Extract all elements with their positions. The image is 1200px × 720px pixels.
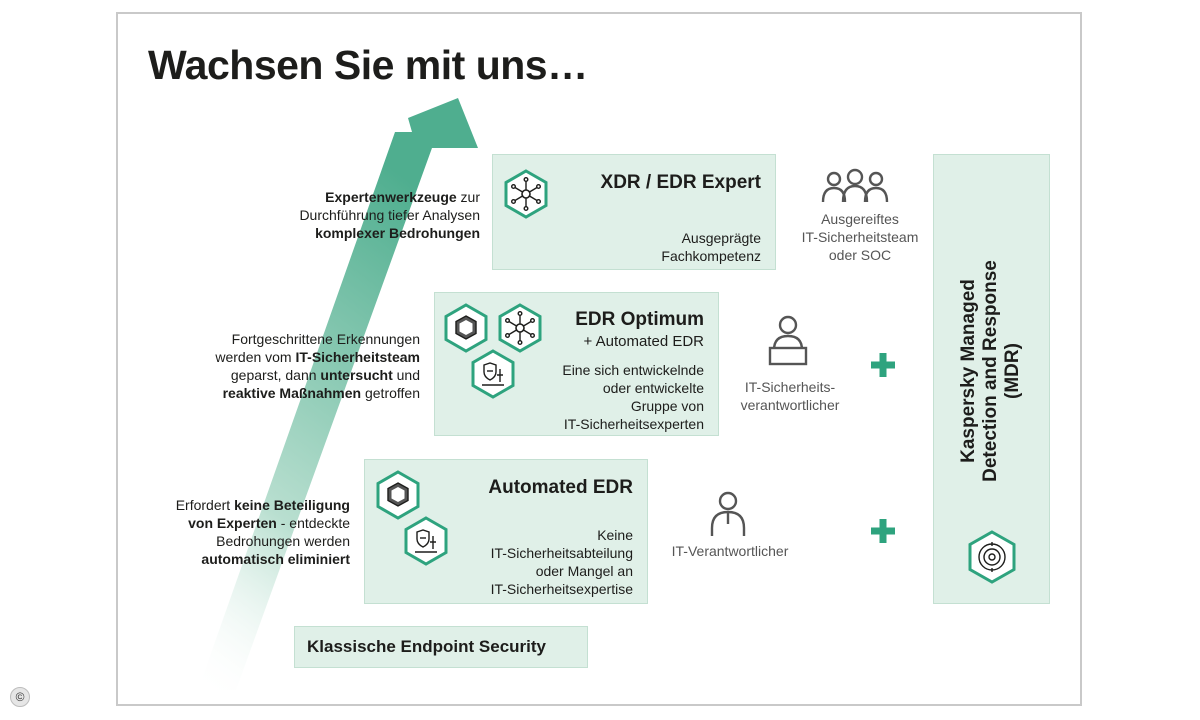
- mdr-column: [933, 154, 1050, 604]
- desc-text: zur: [456, 189, 480, 205]
- tier-xdr-edr-expert: XDR / EDR Expert Ausgeprägte Fachkompete…: [492, 154, 776, 270]
- desc-line: Keine: [597, 527, 633, 543]
- description-automated: Erfordert keine Beteiligung von Experten…: [118, 496, 350, 568]
- tier-edr-optimum: EDR Optimum + Automated EDR Eine sich en…: [434, 292, 719, 436]
- desc-line: IT-Sicherheitsexperten: [563, 416, 704, 432]
- desc-line: oder entwickelte: [602, 380, 704, 396]
- description-expert: Expertenwerkzeuge zur Durchführung tiefe…: [230, 188, 480, 242]
- shield-response-icon: [404, 516, 448, 566]
- desc-text: - entdeckte: [276, 515, 350, 531]
- tier-title: Automated EDR: [488, 477, 633, 498]
- mdr-line: Detection and Response: [980, 260, 1001, 482]
- desc-text: Erfordert: [175, 497, 235, 513]
- desc-line: oder Mangel an: [535, 563, 633, 579]
- plus-icon: [871, 353, 895, 377]
- shield-response-icon: [471, 349, 515, 399]
- desc-text: automatisch eliminiert: [201, 551, 350, 567]
- copyright-badge: ©: [10, 687, 30, 707]
- desc-text: Durchführung tiefer Analysen: [299, 207, 480, 223]
- network-hub-icon: [504, 169, 548, 219]
- desc-text: geparst, dann: [230, 367, 321, 383]
- role-line: oder SOC: [828, 247, 892, 263]
- tier-description: Ausgeprägte Fachkompetenz: [561, 229, 761, 265]
- desc-text: keine Beteiligung: [234, 497, 350, 513]
- desc-line: IT-Sicherheitsabteilung: [490, 545, 633, 561]
- tier-description: Keine IT-Sicherheitsabteilung oder Mange…: [433, 526, 633, 598]
- desc-text: von Experten: [188, 515, 277, 531]
- tier-automated-edr: Automated EDR Keine IT-Sicherheitsabteil…: [364, 459, 648, 604]
- desc-line: IT-Sicherheitsexpertise: [490, 581, 633, 597]
- description-optimum: Fortgeschrittene Erkennungen werden vom …: [150, 330, 420, 402]
- role-line: IT-Sicherheitsteam: [801, 229, 919, 245]
- desc-line: Ausgeprägte: [681, 230, 761, 246]
- desc-text: getroffen: [361, 385, 420, 401]
- desc-text: Expertenwerkzeuge: [325, 189, 457, 205]
- team-icon: [821, 168, 889, 203]
- role-security-team: Ausgereiftes IT-Sicherheitsteam oder SOC: [790, 210, 930, 264]
- base-title: Klassische Endpoint Security: [307, 637, 547, 656]
- mdr-target-icon: [968, 530, 1016, 584]
- role-it-manager: IT-Verantwortlicher: [650, 542, 810, 560]
- endpoint-cube-icon: [376, 470, 420, 520]
- role-line: verantwortlicher: [740, 397, 840, 413]
- mdr-line: Kaspersky Managed: [958, 279, 979, 463]
- role-line: Ausgereiftes: [821, 211, 899, 227]
- desc-line: Fachkompetenz: [661, 248, 761, 264]
- tier-description: Eine sich entwickelnde oder entwickelte …: [514, 361, 704, 433]
- tier-title: XDR / EDR Expert: [600, 172, 761, 193]
- tier-subtitle: + Automated EDR: [583, 333, 704, 350]
- desc-line: Gruppe von: [630, 398, 704, 414]
- desc-text: werden vom: [215, 349, 296, 365]
- network-hub-icon: [498, 303, 542, 353]
- base-classic-endpoint-security: Klassische Endpoint Security: [294, 626, 588, 668]
- desc-text: Bedrohungen werden: [216, 533, 350, 549]
- role-security-officer: IT-Sicherheits- verantwortlicher: [715, 378, 865, 414]
- desc-text: Fortgeschrittene Erkennungen: [231, 331, 420, 347]
- desc-text: IT-Sicherheitsteam: [295, 349, 421, 365]
- person-at-desk-icon: [768, 315, 808, 366]
- tier-title: EDR Optimum: [575, 309, 704, 330]
- endpoint-cube-icon: [444, 303, 488, 353]
- desc-line: Eine sich entwickelnde: [562, 362, 704, 378]
- plus-icon: [871, 519, 895, 543]
- person-icon: [710, 491, 746, 536]
- desc-text: untersucht: [320, 367, 393, 383]
- growth-arrow-shape: [198, 98, 478, 690]
- role-line: IT-Sicherheits-: [744, 379, 836, 395]
- desc-text: und: [392, 367, 420, 383]
- desc-text: komplexer Bedrohungen: [315, 225, 480, 241]
- desc-text: reaktive Maßnahmen: [222, 385, 362, 401]
- page-title: Wachsen Sie mit uns…: [148, 42, 588, 88]
- role-line: IT-Verantwortlicher: [671, 543, 789, 559]
- mdr-line: (MDR): [1002, 343, 1023, 399]
